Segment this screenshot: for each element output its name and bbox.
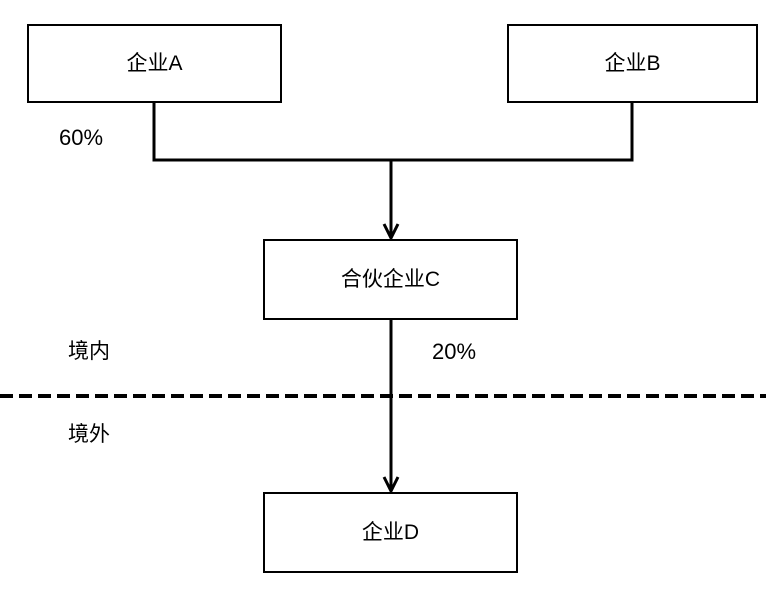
node-partnership-c-label: 合伙企业C [340, 268, 441, 291]
node-enterprise-b[interactable]: 企业B [507, 24, 758, 103]
node-partnership-c[interactable]: 合伙企业C [263, 239, 518, 320]
region-label-offshore: 境外 [68, 423, 110, 446]
arrowhead-into-partnership-c [382, 223, 400, 242]
region-label-domestic: 境内 [68, 340, 110, 363]
edge-label-60-percent: 60% [59, 125, 104, 150]
node-enterprise-d[interactable]: 企业D [263, 492, 518, 573]
connector-enterprise-a-to-bus [152, 103, 391, 162]
node-enterprise-b-label: 企业B [604, 52, 661, 75]
node-enterprise-d-label: 企业D [361, 521, 420, 544]
node-enterprise-a-label: 企业A [126, 52, 183, 75]
node-enterprise-a[interactable]: 企业A [27, 24, 282, 103]
edge-label-20-percent: 20% [432, 339, 477, 364]
connector-enterprise-b-to-bus [391, 103, 634, 162]
arrowhead-into-enterprise-d [382, 476, 400, 495]
